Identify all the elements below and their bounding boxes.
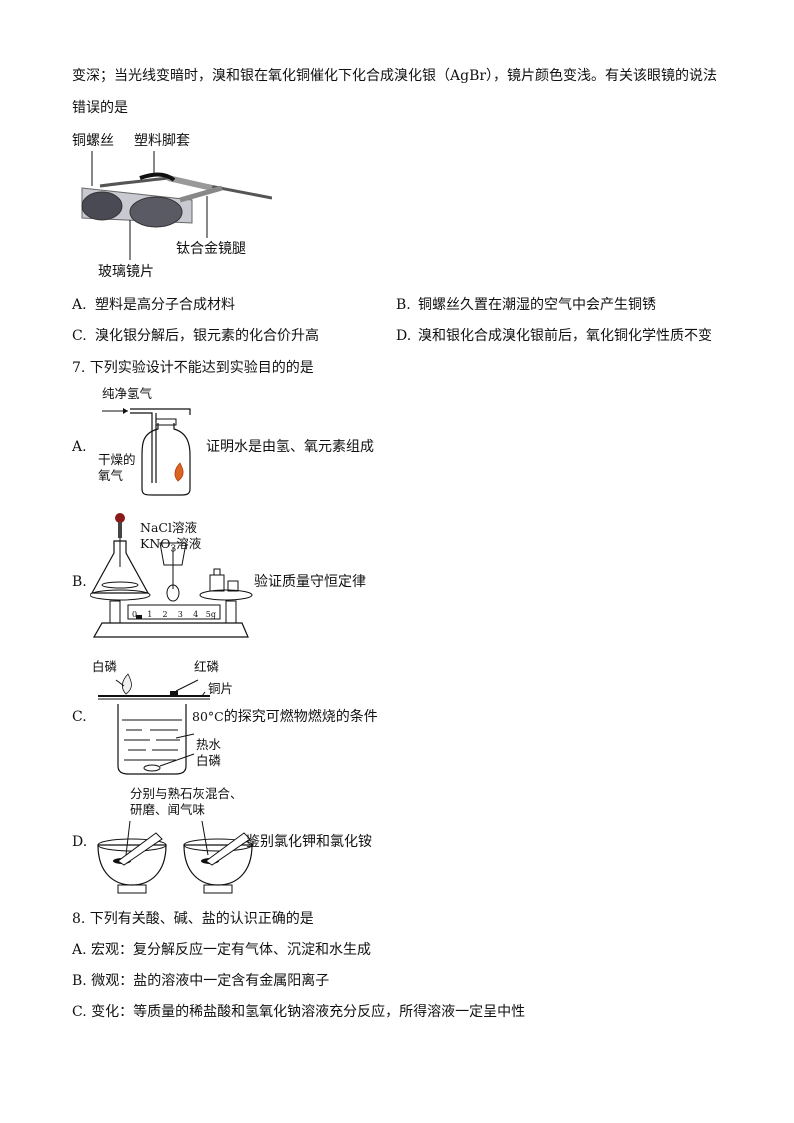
white-phosphorus-top-label: 白磷 — [92, 659, 118, 674]
q6-option-a: 塑料是高分子合成材料 — [95, 297, 235, 313]
hot-water-label: 热水 — [196, 737, 222, 752]
balance-figure: NaCl溶液 KNO3溶液 0 1 2 3 4 5g — [89, 505, 255, 650]
temperature-value: 80 — [192, 709, 208, 724]
mortar-note-2: 研磨、闻气味 — [130, 802, 206, 817]
kno3-text: KNO — [140, 536, 171, 551]
scale-tick: 2 — [162, 610, 168, 619]
label-copper-screw: 铜螺丝 — [72, 133, 114, 149]
intro-line-1: 变深；当光线变暗时，溴和银在氧化铜催化下化合成溴化银（AgBr），镜片颜色变浅。… — [72, 68, 718, 84]
nacl-label: NaCl溶液 — [140, 520, 197, 535]
kno3-label: KNO3溶液 — [140, 535, 201, 559]
q6-option-d: 溴和银化合成溴化银前后，氧化铜化学性质不变 — [418, 328, 712, 344]
mortar-figure: 分别与熟石灰混合、 研磨、闻气味 — [90, 785, 260, 900]
q7-b-letter: B. — [72, 574, 87, 590]
temperature-unit: °C — [207, 709, 224, 724]
kno3-tail: 溶液 — [176, 536, 202, 551]
hydrogen-bottle-figure: 纯净氢气 干燥的 氧气 — [90, 385, 210, 500]
q6-option-c-letter: C. — [72, 328, 87, 344]
q7-c-purpose: 的探究可燃物燃烧的条件 — [223, 709, 378, 725]
label-plastic-foot: 塑料脚套 — [134, 133, 190, 149]
q6-option-b: 铜螺丝久置在潮湿的空气中会产生铜锈 — [418, 297, 656, 313]
scale-tick: 4 — [193, 610, 199, 619]
q7-d-purpose: 鉴别氯化钾和氯化铵 — [246, 834, 372, 850]
scale-tick-labels: 0 1 2 3 4 5g — [132, 610, 216, 620]
q6-option-d-letter: D. — [396, 328, 412, 344]
q6-option-c: 溴化银分解后，银元素的化合价升高 — [95, 328, 319, 344]
q7-d-letter: D. — [72, 834, 88, 850]
q8-stem: 8. 下列有关酸、碱、盐的认识正确的是 — [72, 911, 314, 927]
scale-tick: 0 — [132, 610, 138, 619]
q7-stem: 7. 下列实验设计不能达到实验目的的是 — [72, 360, 314, 376]
q7-c-letter: C. — [72, 709, 87, 725]
mortar-note-1: 分别与熟石灰混合、 — [130, 786, 243, 801]
gas-in-label: 纯净氢气 — [102, 386, 153, 401]
red-phosphorus-label: 红磷 — [194, 659, 220, 674]
white-phosphorus-bottom-label: 白磷 — [196, 753, 222, 768]
dry-oxygen-label-2: 氧气 — [98, 468, 124, 483]
label-titanium-leg: 钛合金镜腿 — [176, 241, 246, 257]
q6-option-b-letter: B. — [396, 297, 411, 313]
q7-c-purpose-line: 80°C的探究可燃物燃烧的条件 — [192, 708, 378, 726]
q6-option-a-letter: A. — [72, 297, 87, 313]
dry-oxygen-label-1: 干燥的 — [98, 452, 136, 467]
intro-line-2: 错误的是 — [72, 100, 128, 116]
scale-tick: 5g — [205, 610, 217, 619]
q8-option-c: C. 变化：等质量的稀盐酸和氢氧化钠溶液充分反应，所得溶液一定呈中性 — [72, 1004, 526, 1020]
q7-b-purpose: 验证质量守恒定律 — [254, 574, 366, 590]
glasses-figure: 铜螺丝 塑料脚套 钛合金镜腿 玻璃镜片 — [72, 128, 273, 288]
q7-a-purpose: 证明水是由氢、氧元素组成 — [206, 439, 374, 455]
scale-tick: 1 — [147, 610, 153, 619]
glasses-drawing — [81, 151, 273, 260]
q8-option-a: A. 宏观：复分解反应一定有气体、沉淀和水生成 — [72, 942, 372, 958]
q8-option-b: B. 微观：盐的溶液中一定含有金属阳离子 — [72, 973, 330, 989]
q7-a-letter: A. — [72, 439, 87, 455]
label-glass-lens: 玻璃镜片 — [98, 264, 154, 280]
scale-tick: 3 — [177, 610, 183, 619]
kno3-subscript: 3 — [170, 544, 177, 555]
combustion-figure: 白磷 红磷 铜片 热水 白磷 — [90, 656, 290, 776]
copper-sheet-label: 铜片 — [208, 681, 234, 696]
